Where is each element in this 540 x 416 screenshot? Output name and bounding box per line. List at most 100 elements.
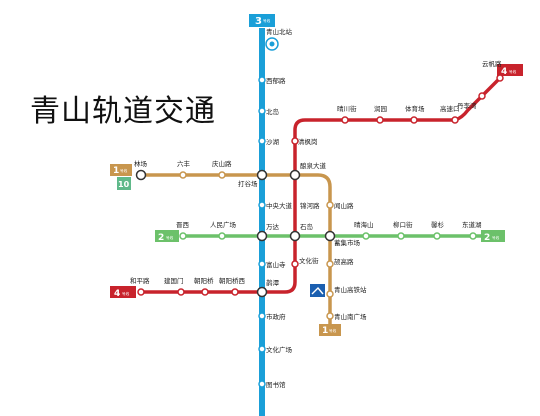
transfer-icon <box>135 169 147 181</box>
svg-text:颉高路: 颉高路 <box>334 257 354 266</box>
svg-text:北岛: 北岛 <box>266 107 279 116</box>
svg-text:1: 1 <box>322 326 328 336</box>
svg-text:文化广场: 文化广场 <box>266 345 293 354</box>
svg-text:10: 10 <box>118 180 130 189</box>
svg-text:人民广场: 人民广场 <box>210 220 237 229</box>
svg-text:石岛: 石岛 <box>300 222 313 231</box>
svg-text:蓄集市场: 蓄集市场 <box>334 238 361 247</box>
station-dot <box>258 312 266 320</box>
line1-track <box>140 173 332 327</box>
line1-badge-west[interactable]: 1 号线 <box>110 164 132 176</box>
svg-text:庆山路: 庆山路 <box>212 159 232 168</box>
svg-text:图书馆: 图书馆 <box>266 380 286 389</box>
station-dot <box>326 312 334 320</box>
transfer-icon <box>324 230 336 242</box>
line4-track <box>141 76 502 294</box>
station-dot <box>410 116 418 124</box>
station-dot <box>397 232 405 240</box>
svg-text:4: 4 <box>501 67 507 77</box>
transfer-stations <box>135 169 336 298</box>
svg-text:青山北站: 青山北站 <box>266 27 293 36</box>
line4-stations <box>137 74 504 296</box>
svg-text:丹李湾: 丹李湾 <box>457 101 477 110</box>
qingshan-north-terminal-icon <box>265 37 279 51</box>
svg-text:林场: 林场 <box>134 159 148 168</box>
transfer-icon <box>289 230 301 242</box>
svg-text:云帆路: 云帆路 <box>482 59 502 68</box>
transfer-icon <box>289 169 301 181</box>
line2-badge-west[interactable]: 2 号线 <box>155 230 179 243</box>
station-dot <box>291 260 299 268</box>
rail-station-icon <box>310 284 325 297</box>
line10-badge[interactable]: 10 <box>117 177 131 190</box>
map-title: 青山轨道交通 <box>30 94 216 129</box>
station-dot <box>326 290 334 298</box>
svg-text:号线: 号线 <box>166 235 174 240</box>
station-dot <box>201 288 209 296</box>
svg-text:晋西: 晋西 <box>176 221 190 229</box>
svg-text:高速口: 高速口 <box>440 104 460 113</box>
station-dot <box>469 232 477 240</box>
station-dot <box>258 76 266 84</box>
svg-text:3: 3 <box>255 16 262 27</box>
svg-text:沙湖: 沙湖 <box>266 137 280 146</box>
svg-text:富山寺: 富山寺 <box>266 260 286 269</box>
svg-text:朝阳桥西: 朝阳桥西 <box>219 276 246 285</box>
svg-text:六丰: 六丰 <box>177 159 191 168</box>
svg-text:号线: 号线 <box>329 328 337 333</box>
svg-text:闻山路: 闻山路 <box>334 201 354 210</box>
svg-text:1: 1 <box>113 166 119 176</box>
svg-text:酿泉大道: 酿泉大道 <box>300 161 327 170</box>
svg-text:文化街: 文化街 <box>299 256 319 265</box>
transfer-icon <box>256 169 268 181</box>
svg-text:2: 2 <box>158 233 164 243</box>
svg-text:东道湖: 东道湖 <box>462 220 482 229</box>
station-dot <box>258 107 266 115</box>
line2-badge-east[interactable]: 2 号线 <box>481 230 505 243</box>
station-dot <box>496 74 504 82</box>
station-dot <box>258 137 266 145</box>
svg-text:和平路: 和平路 <box>130 276 150 285</box>
station-dot <box>291 137 299 145</box>
line2-stations <box>179 232 477 240</box>
svg-text:号线: 号线 <box>120 168 128 173</box>
station-dot <box>258 201 266 209</box>
svg-text:青山南广场: 青山南广场 <box>334 312 367 321</box>
svg-text:号线: 号线 <box>122 291 130 296</box>
station-dot <box>137 288 145 296</box>
svg-text:4: 4 <box>114 289 120 299</box>
station-dot <box>231 288 239 296</box>
svg-text:号线: 号线 <box>263 18 271 23</box>
station-dot <box>326 201 334 209</box>
transfer-icon <box>256 230 268 242</box>
svg-text:西郁路: 西郁路 <box>266 76 286 85</box>
svg-text:号线: 号线 <box>509 69 517 74</box>
station-dot <box>376 116 384 124</box>
station-dot <box>451 116 459 124</box>
station-dot <box>433 232 441 240</box>
station-dot <box>179 171 187 179</box>
svg-text:晴川街: 晴川街 <box>337 104 357 113</box>
svg-text:建国门: 建国门 <box>164 276 184 285</box>
station-dot <box>258 380 266 388</box>
station-dot <box>258 345 266 353</box>
svg-text:清枫岗: 清枫岗 <box>298 137 318 146</box>
line3-badge[interactable]: 3 号线 <box>249 14 275 27</box>
station-dot <box>218 232 226 240</box>
svg-text:润园: 润园 <box>374 104 387 113</box>
svg-text:青山高铁站: 青山高铁站 <box>334 285 367 294</box>
svg-text:打谷场: 打谷场 <box>238 179 258 188</box>
station-dot <box>218 171 226 179</box>
transfer-icon <box>256 286 268 298</box>
station-labels: 青山北站 西郁路 北岛 沙湖 打谷场 中央大道 万达 富山寺 鹊潭 市政府 文化… <box>130 27 502 389</box>
line4-badge-east[interactable]: 4 号线 <box>497 64 523 77</box>
station-dot <box>478 92 486 100</box>
station-dot <box>177 288 185 296</box>
svg-text:朝阳桥: 朝阳桥 <box>194 276 214 285</box>
line1-badge-south[interactable]: 1 号线 <box>319 324 341 336</box>
svg-text:市政府: 市政府 <box>266 312 286 321</box>
line4-badge-west[interactable]: 4 号线 <box>110 286 136 299</box>
line1-stations <box>179 171 334 320</box>
station-dot <box>341 116 349 124</box>
